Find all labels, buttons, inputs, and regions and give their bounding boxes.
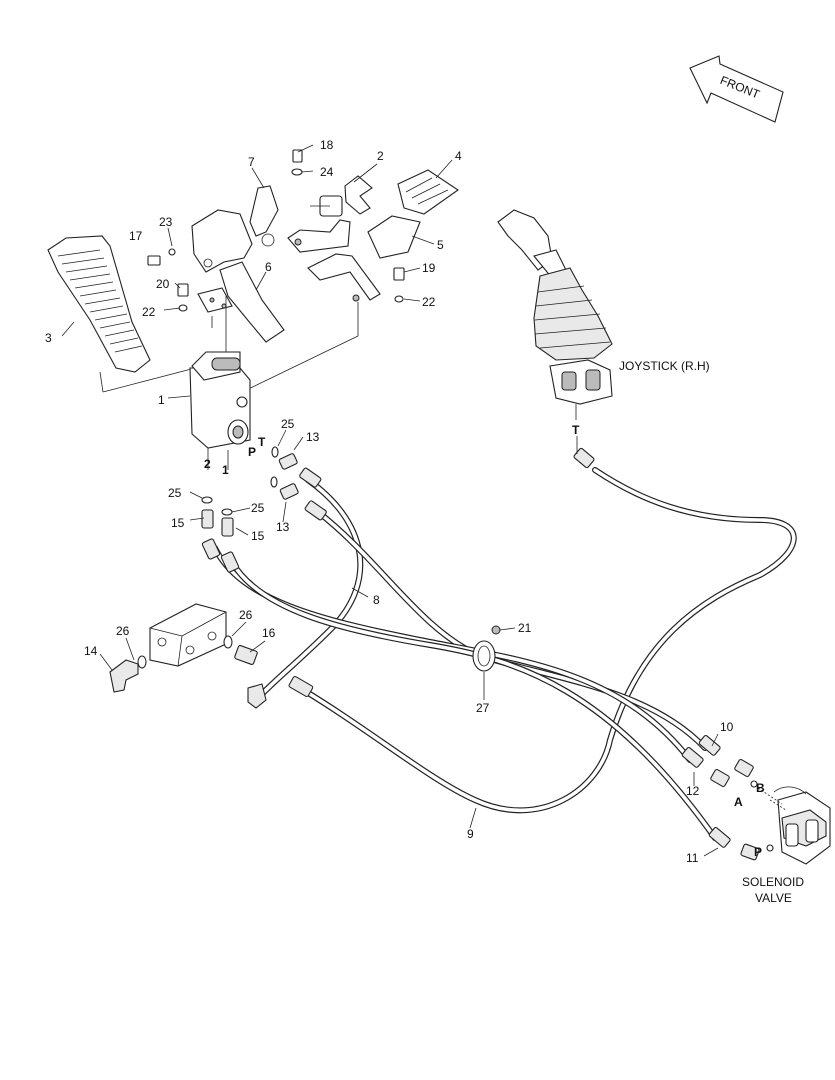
callout-20: 20 [156,277,170,291]
leader-lines [61,144,719,857]
callout-12: 12 [686,784,700,798]
port-p-valve: P [754,845,762,859]
caption-solenoid-line1: SOLENOID [742,875,804,889]
callout-11: 11 [686,851,699,865]
callout-15a: 15 [171,516,185,530]
pedal-4 [397,169,459,215]
manifold-block [149,603,227,667]
callout-10: 10 [720,720,734,734]
callouts: 1 2 3 4 5 6 7 8 9 10 11 12 13 13 14 15 1… [45,138,734,865]
callout-4: 4 [455,149,462,163]
joystick-rh [497,209,613,420]
callout-14: 14 [84,644,98,658]
callout-17: 17 [129,229,143,243]
callout-26b: 26 [239,608,253,622]
callout-22b: 22 [422,295,436,309]
callout-2: 2 [377,149,384,163]
callout-7: 7 [248,155,255,169]
callout-23: 23 [159,215,173,229]
front-arrow: FRONT [689,55,784,123]
caption-solenoid-line2: VALVE [755,891,792,905]
callout-25a: 25 [281,417,295,431]
callout-13a: 13 [306,430,320,444]
port-t-joystick: T [572,423,580,437]
solenoid-valve [710,758,831,865]
port-1: 1 [222,463,229,477]
callout-6: 6 [265,260,272,274]
callout-22a: 22 [142,305,156,319]
caption-joystick: JOYSTICK (R.H) [619,359,710,373]
callout-15b: 15 [251,529,265,543]
callout-8: 8 [373,593,380,607]
callout-1: 1 [158,393,165,407]
callout-5: 5 [437,238,444,252]
callout-16: 16 [262,626,276,640]
callout-24: 24 [320,165,334,179]
callout-9: 9 [467,827,474,841]
fasteners [147,149,405,312]
pedal-bracket-7 [191,185,279,273]
pedal-5 [307,215,421,302]
elbow-fitting-16 [223,635,267,709]
callout-21: 21 [518,621,532,635]
callout-25b: 25 [168,486,182,500]
port-a-valve: A [734,795,743,809]
hose-11 [229,559,718,841]
callout-27: 27 [476,701,490,715]
captions: JOYSTICK (R.H) SOLENOID VALVE [619,359,804,905]
pedal-bracket-2 [287,175,373,253]
port-labels: T P 2 1 T A B P [204,423,765,859]
callout-13b: 13 [276,520,290,534]
callout-3: 3 [45,331,52,345]
hose-fittings [201,447,731,848]
hose-clamp-27 [472,625,501,672]
pedal-3 [47,235,151,373]
callout-25c: 25 [251,501,265,515]
pedal-arm-6 [197,261,285,343]
hose-9 [297,467,797,814]
callout-18: 18 [320,138,334,152]
elbow-fitting-14 [109,655,147,693]
pedal-valve-1 [189,351,251,470]
callout-26a: 26 [116,624,130,638]
port-p-pedal: P [248,445,256,459]
port-t-pedal: T [258,435,266,449]
hose-8 [255,477,364,701]
port-b-valve: B [756,781,765,795]
port-2: 2 [204,457,211,471]
callout-19: 19 [422,261,436,275]
